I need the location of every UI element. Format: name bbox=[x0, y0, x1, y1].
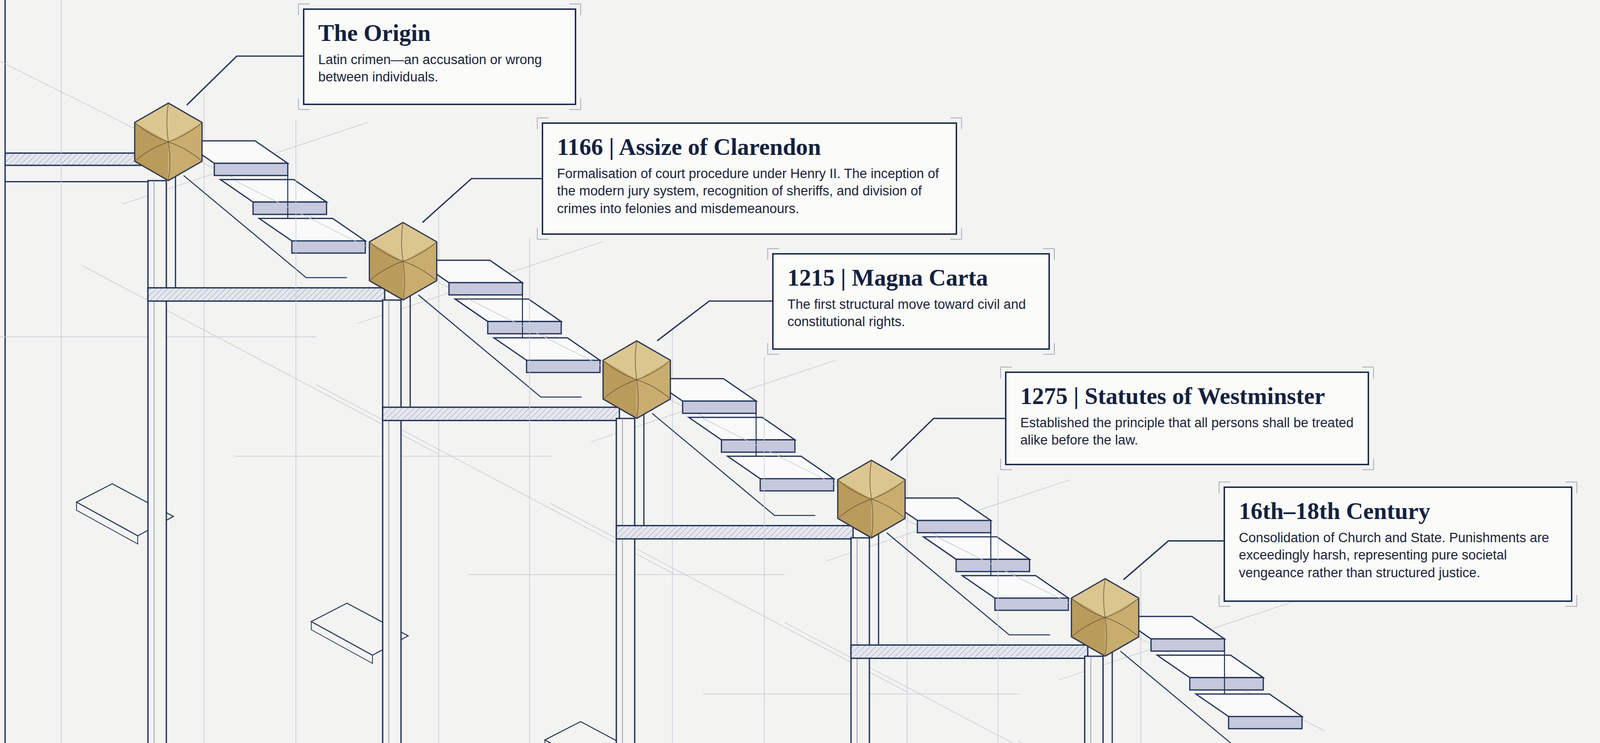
corner-bracket bbox=[1565, 481, 1578, 494]
corner-bracket bbox=[1000, 458, 1012, 471]
corner-bracket bbox=[536, 117, 549, 130]
top-slab-edge bbox=[4, 181, 149, 183]
leader-line bbox=[186, 56, 303, 106]
top-slab bbox=[4, 152, 153, 166]
stair-level bbox=[0, 0, 439, 743]
gold-cube bbox=[369, 222, 438, 300]
event-heading: The Origin bbox=[318, 18, 561, 48]
event-heading: 1166 | Assize of Clarendon bbox=[557, 132, 942, 162]
corner-bracket bbox=[1362, 366, 1375, 379]
callout-box: 1166 | Assize of ClarendonFormalisation … bbox=[541, 122, 958, 235]
callout-box: 16th–18th CenturyConsolidation of Church… bbox=[1223, 486, 1573, 602]
corner-bracket bbox=[950, 227, 963, 240]
event-heading: 1215 | Magna Carta bbox=[787, 263, 1035, 293]
corner-bracket bbox=[950, 117, 963, 130]
corner-bracket bbox=[1218, 481, 1231, 494]
event-description: Latin crimen—an accusation or wrong betw… bbox=[318, 51, 561, 87]
corner-bracket bbox=[767, 248, 780, 261]
event-heading: 1275 | Statutes of Westminster bbox=[1020, 381, 1354, 411]
event-description: Consolidation of Church and State. Punis… bbox=[1238, 529, 1558, 583]
event-description: The first structural move toward civil a… bbox=[787, 296, 1035, 332]
callout-box: 1275 | Statutes of WestminsterEstablishe… bbox=[1004, 371, 1370, 466]
corner-bracket bbox=[297, 3, 310, 16]
gold-cube bbox=[602, 340, 671, 419]
corner-bracket bbox=[767, 342, 780, 355]
corner-bracket bbox=[1042, 342, 1055, 355]
leader-line bbox=[891, 418, 1006, 461]
gold-cube bbox=[837, 460, 906, 538]
frame-line bbox=[4, 0, 6, 743]
corner-bracket bbox=[1042, 248, 1055, 261]
leader-line bbox=[422, 178, 542, 223]
gold-cube bbox=[134, 103, 203, 181]
event-description: Established the principle that all perso… bbox=[1020, 414, 1354, 450]
corner-bracket bbox=[1362, 458, 1375, 471]
corner-bracket bbox=[569, 3, 582, 16]
corner-bracket bbox=[536, 227, 549, 240]
corner-bracket bbox=[569, 98, 582, 111]
leader-lines bbox=[186, 56, 1224, 580]
corner-bracket bbox=[1565, 595, 1578, 607]
event-heading: 16th–18th Century bbox=[1238, 496, 1558, 526]
event-description: Formalisation of court procedure under H… bbox=[557, 165, 942, 219]
corner-bracket bbox=[297, 98, 310, 111]
callout-box: 1215 | Magna CartaThe first structural m… bbox=[772, 253, 1050, 350]
corner-bracket bbox=[1218, 595, 1231, 607]
leader-line bbox=[657, 300, 773, 341]
leader-line bbox=[1123, 540, 1224, 580]
gold-cube bbox=[1071, 578, 1140, 657]
corner-bracket bbox=[1000, 366, 1012, 379]
callout-box: The OriginLatin crimen—an accusation or … bbox=[302, 8, 577, 106]
